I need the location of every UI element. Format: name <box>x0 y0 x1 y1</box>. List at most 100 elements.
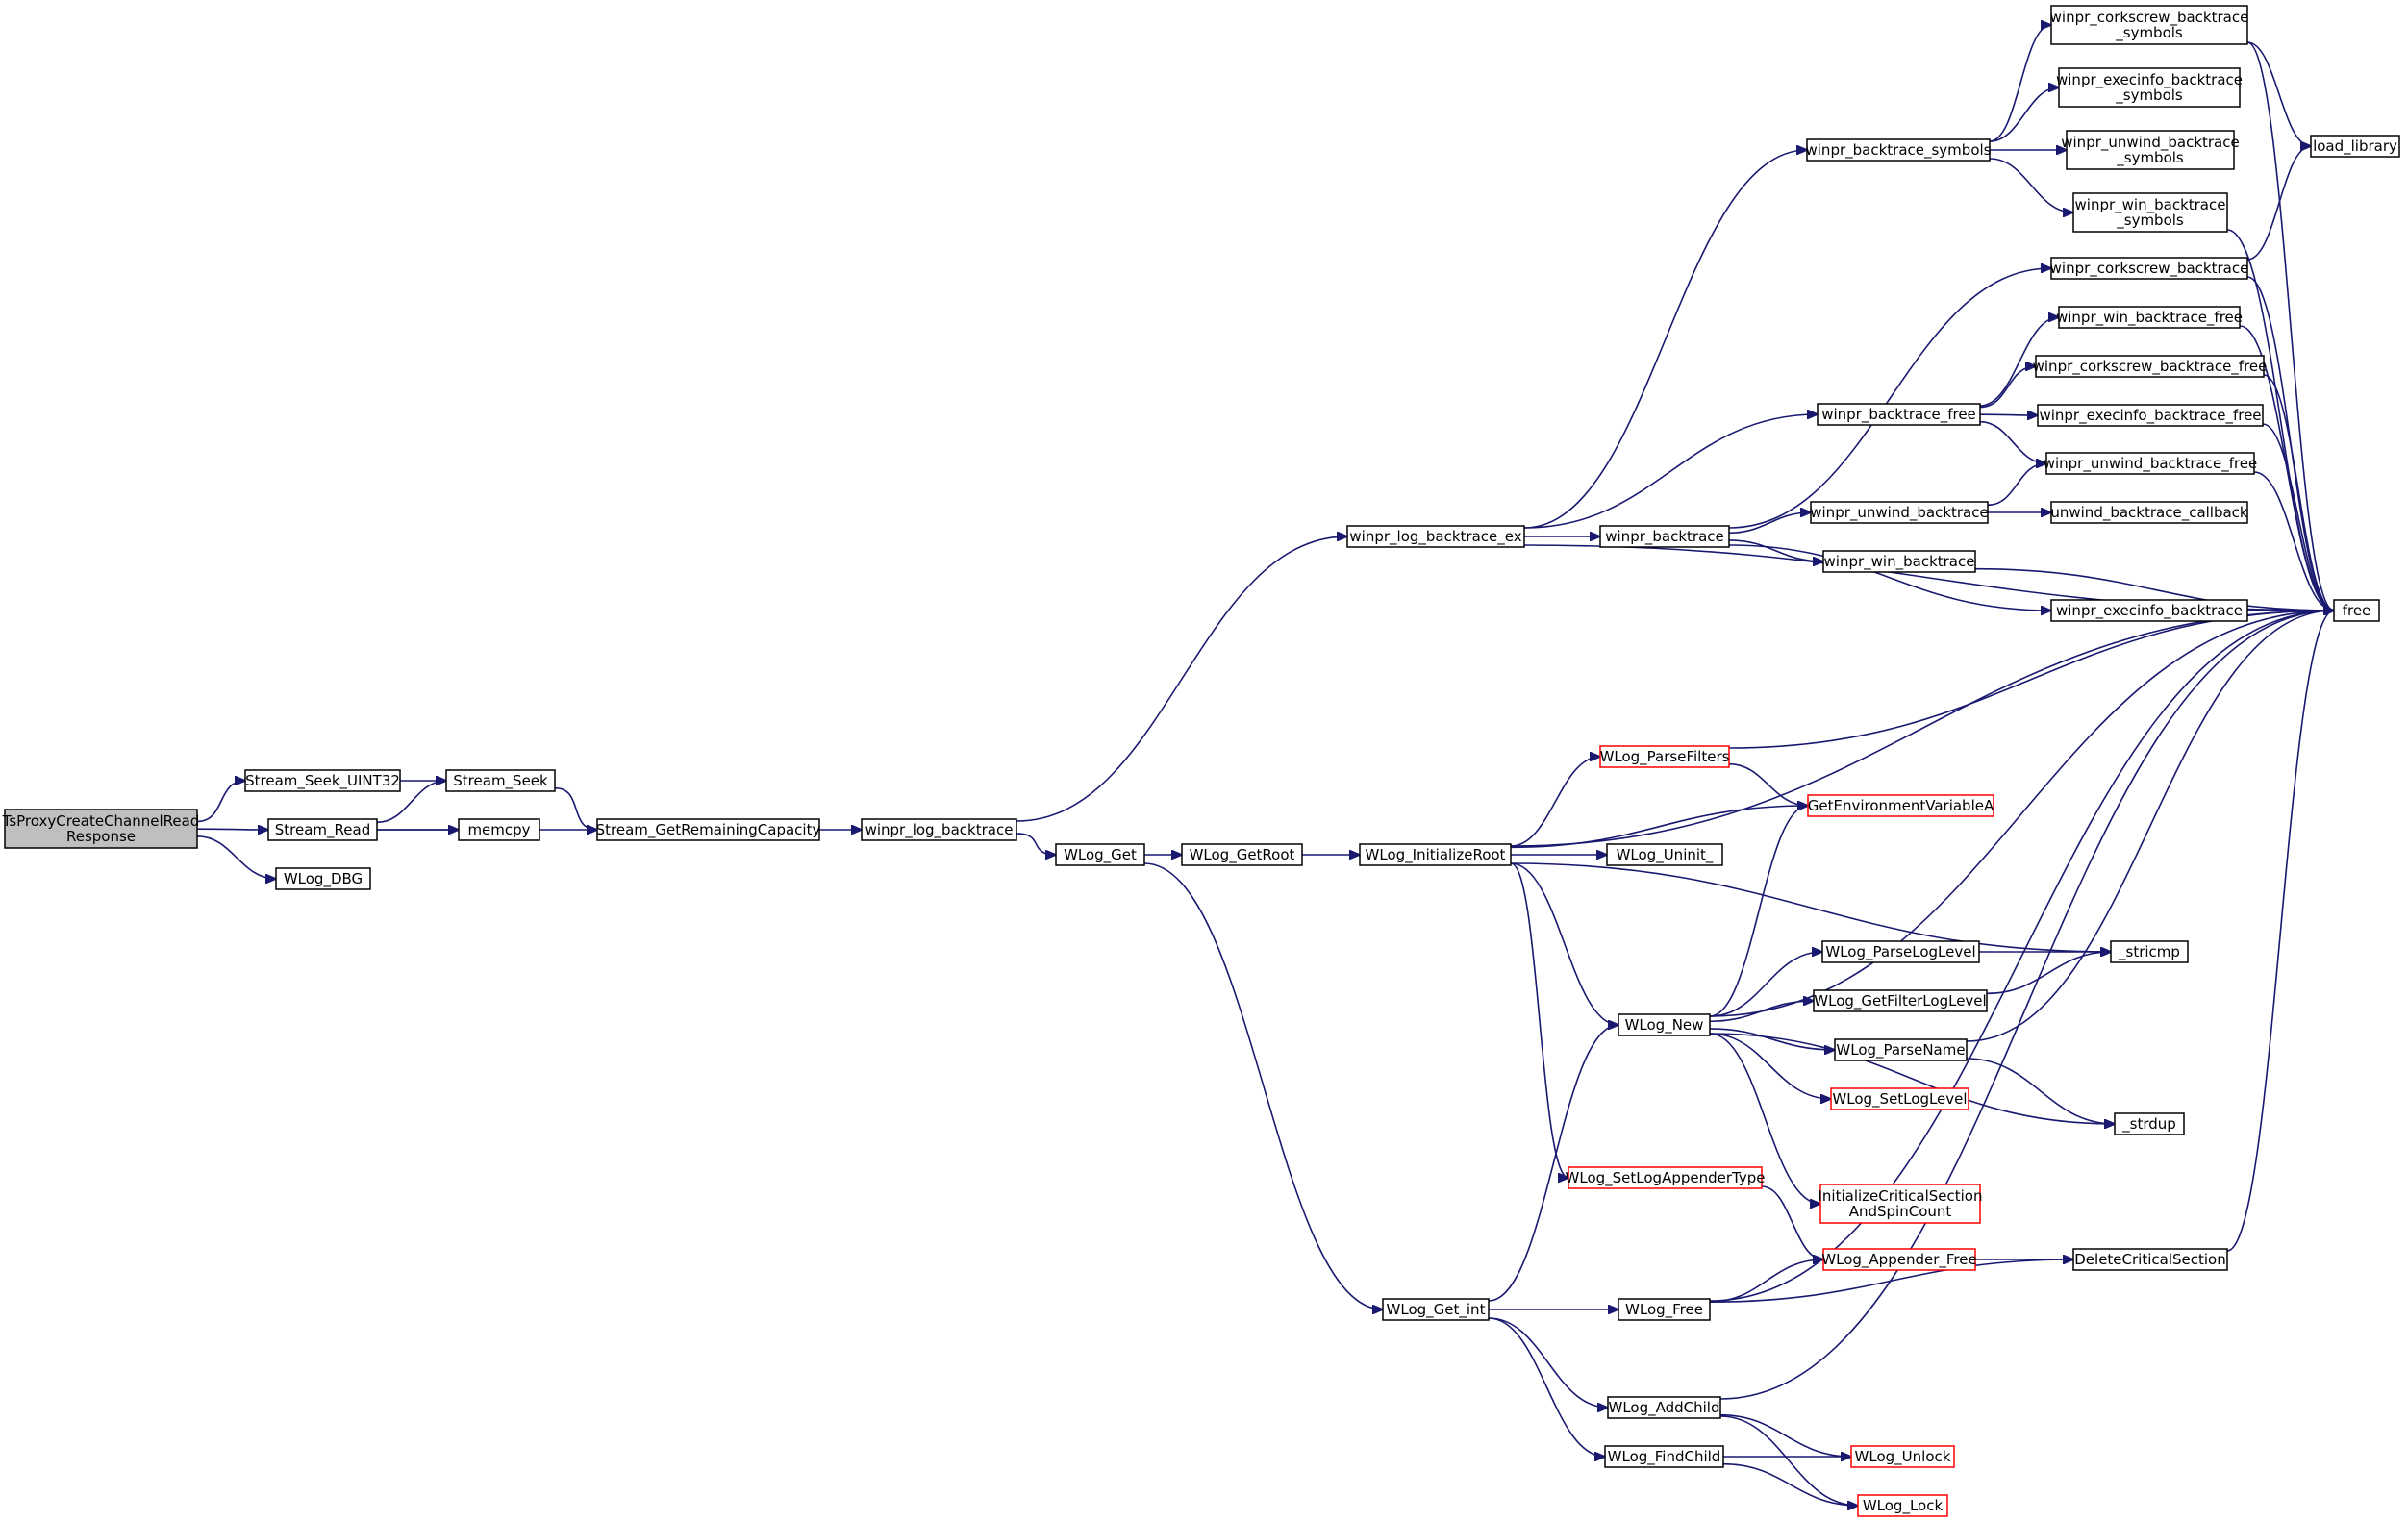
node-box <box>1055 843 1145 866</box>
node-box <box>861 818 1017 841</box>
node-box <box>2333 599 2380 622</box>
node-memcpy[interactable]: memcpy <box>458 818 540 841</box>
node-unwind-backtrace-callback[interactable]: unwind_backtrace_callback <box>2050 501 2248 524</box>
node-free[interactable]: free <box>2333 599 2380 622</box>
node-winpr-backtrace-free[interactable]: winpr_backtrace_free <box>1817 403 1981 426</box>
node-winpr-unwind-backtrace[interactable]: winpr_unwind_backtrace <box>1810 501 1989 524</box>
edge-winpr_log_backtrace-to-winpr_log_backtrace_ex <box>1016 536 1347 822</box>
node-strdup[interactable]: _strdup <box>2114 1112 2185 1135</box>
node-label: winpr_win_backtrace <box>1824 553 1975 571</box>
node-box <box>1618 1013 1711 1036</box>
node-wlog-appender-free[interactable]: WLog_Appender_Free <box>1821 1248 1977 1271</box>
node-wlog-free[interactable]: WLog_Free <box>1618 1298 1711 1321</box>
node-wlog-getroot[interactable]: WLog_GetRoot <box>1181 843 1303 866</box>
node-wlog-get-int[interactable]: WLog_Get_int <box>1382 1298 1490 1321</box>
node-winpr-unwind-backtrace-free[interactable]: winpr_unwind_backtrace_free <box>2044 452 2258 475</box>
node-winpr-win-backtrace[interactable]: winpr_win_backtrace <box>1822 550 1976 573</box>
node-wlog-parseloglevel[interactable]: WLog_ParseLogLevel <box>1821 940 1980 963</box>
edge-wlog_get_int-to-wlog_findchild <box>1488 1317 1605 1457</box>
node-label: _symbols <box>2115 87 2183 105</box>
node-box <box>1850 1445 1955 1468</box>
node-label: WLog_Appender_Free <box>1821 1251 1976 1269</box>
node-load-library[interactable]: load_library <box>2310 135 2400 158</box>
node-winpr-execinfo-backtrace-free[interactable]: winpr_execinfo_backtrace_free <box>2037 404 2264 427</box>
node-label: Response <box>66 828 136 845</box>
node-box <box>2050 257 2248 280</box>
node-stream-seek-uint32[interactable]: Stream_Seek_UINT32 <box>244 769 401 792</box>
node-wlog-new[interactable]: WLog_New <box>1618 1013 1711 1036</box>
node-winpr-backtrace[interactable]: winpr_backtrace <box>1599 525 1730 548</box>
node-deletecriticalsection[interactable]: DeleteCriticalSection <box>2072 1248 2228 1271</box>
node-box <box>2310 135 2400 158</box>
node-box <box>1830 1087 1969 1110</box>
node-box <box>4 809 198 849</box>
node-winpr-unwind-backtrace-symbols[interactable]: winpr_unwind_backtrace_symbols <box>2061 130 2240 170</box>
edge-winpr_corkscrew_backtrace_symbols-to-load_library <box>2246 41 2311 146</box>
node-box <box>1346 525 1525 548</box>
node-wlog-findchild[interactable]: WLog_FindChild <box>1604 1445 1724 1468</box>
edge-winpr_backtrace_free-to-winpr_win_backtrace_free <box>1979 317 2059 407</box>
node-winpr-win-backtrace-free[interactable]: winpr_win_backtrace_free <box>2056 306 2243 329</box>
node-label: DeleteCriticalSection <box>2074 1251 2225 1268</box>
node-stream-seek[interactable]: Stream_Seek <box>445 769 556 792</box>
node-wlog-uninit[interactable]: WLog_Uninit_ <box>1606 843 1723 866</box>
node-winpr-execinfo-backtrace-symbols[interactable]: winpr_execinfo_backtrace_symbols <box>2056 67 2243 108</box>
node-label: winpr_corkscrew_backtrace <box>2050 9 2249 27</box>
node-label: winpr_log_backtrace <box>865 821 1014 839</box>
node-label: winpr_execinfo_backtrace_free <box>2039 407 2261 425</box>
edge-root-to-stream_read <box>196 829 268 830</box>
node-box <box>2110 940 2189 963</box>
edge-winpr_backtrace_symbols-to-winpr_win_backtrace_symbols <box>1989 158 2073 212</box>
edge-deletecriticalsection-to-free <box>2226 611 2334 1252</box>
node-winpr-corkscrew-backtrace-symbols[interactable]: winpr_corkscrew_backtrace_symbols <box>2050 5 2249 45</box>
node-wlog-dbg[interactable]: WLog_DBG <box>275 867 371 890</box>
node-box <box>1813 989 1988 1012</box>
node-label: _symbols <box>2116 149 2184 167</box>
node-winpr-win-backtrace-symbols[interactable]: winpr_win_backtrace_symbols <box>2072 192 2228 233</box>
node-wlog-parsefilters[interactable]: WLog_ParseFilters <box>1599 745 1730 768</box>
edge-wlog_new-to-wlog_parseloglevel <box>1709 952 1822 1017</box>
edge-winpr_backtrace_symbols-to-winpr_corkscrew_backtrace_symbols <box>1989 25 2051 142</box>
node-wlog-initializeroot[interactable]: WLog_InitializeRoot <box>1359 843 1512 866</box>
node-wlog-addchild[interactable]: WLog_AddChild <box>1607 1396 1721 1419</box>
node-box <box>1817 403 1981 426</box>
node-wlog-getfilterloglevel[interactable]: WLog_GetFilterLogLevel <box>1813 989 1988 1012</box>
edge-wlog_get-to-wlog_get_int <box>1143 862 1383 1309</box>
node-box <box>1599 525 1730 548</box>
node-stricmp[interactable]: _stricmp <box>2110 940 2189 963</box>
node-getenvironmentvariablea[interactable]: GetEnvironmentVariableA <box>1807 794 1994 817</box>
node-box <box>1821 940 1980 963</box>
node-wlog-parsename[interactable]: WLog_ParseName <box>1834 1038 1968 1061</box>
node-stream-getremaining[interactable]: Stream_GetRemainingCapacity <box>596 818 821 841</box>
edge-wlog_new-to-getenvironmentvariablea <box>1709 806 1808 1017</box>
node-label: winpr_corkscrew_backtrace <box>2050 260 2249 278</box>
edge-wlog_addchild-to-wlog_unlock <box>1719 1413 1851 1457</box>
node-label: InitializeCriticalSection <box>1819 1187 1983 1205</box>
node-label: WLog_ParseName <box>1836 1041 1965 1060</box>
node-label: WLog_New <box>1625 1016 1704 1035</box>
node-winpr-corkscrew-backtrace-free[interactable]: winpr_corkscrew_backtrace_free <box>2033 355 2268 378</box>
node-wlog-setloglevel[interactable]: WLog_SetLogLevel <box>1830 1087 1969 1110</box>
node-label: Stream_Seek <box>453 772 548 790</box>
node-winpr-execinfo-backtrace[interactable]: winpr_execinfo_backtrace <box>2050 599 2248 622</box>
node-box <box>2058 67 2241 108</box>
node-label: WLog_ParseFilters <box>1600 748 1730 766</box>
node-label: load_library <box>2313 137 2397 156</box>
node-label: WLog_GetFilterLogLevel <box>1814 992 1986 1010</box>
node-wlog-get[interactable]: WLog_Get <box>1055 843 1145 866</box>
node-wlog-lock[interactable]: WLog_Lock <box>1857 1494 1948 1517</box>
node-winpr-corkscrew-backtrace[interactable]: winpr_corkscrew_backtrace <box>2050 257 2249 280</box>
node-winpr-log-backtrace[interactable]: winpr_log_backtrace <box>861 818 1017 841</box>
node-label: AndSpinCount <box>1849 1203 1952 1220</box>
node-wlog-setlogappendertype[interactable]: WLog_SetLogAppenderType <box>1566 1166 1766 1189</box>
node-label: WLog_ParseLogLevel <box>1825 943 1975 961</box>
node-winpr-backtrace-symbols[interactable]: winpr_backtrace_symbols <box>1806 138 1992 162</box>
edge-wlog_new-to-strdup <box>1709 1033 2115 1124</box>
node-stream-read[interactable]: Stream_Read <box>267 818 378 841</box>
node-wlog-unlock[interactable]: WLog_Unlock <box>1850 1445 1955 1468</box>
node-label: WLog_SetLogAppenderType <box>1566 1169 1766 1187</box>
node-winpr-log-backtrace-ex[interactable]: winpr_log_backtrace_ex <box>1346 525 1525 548</box>
